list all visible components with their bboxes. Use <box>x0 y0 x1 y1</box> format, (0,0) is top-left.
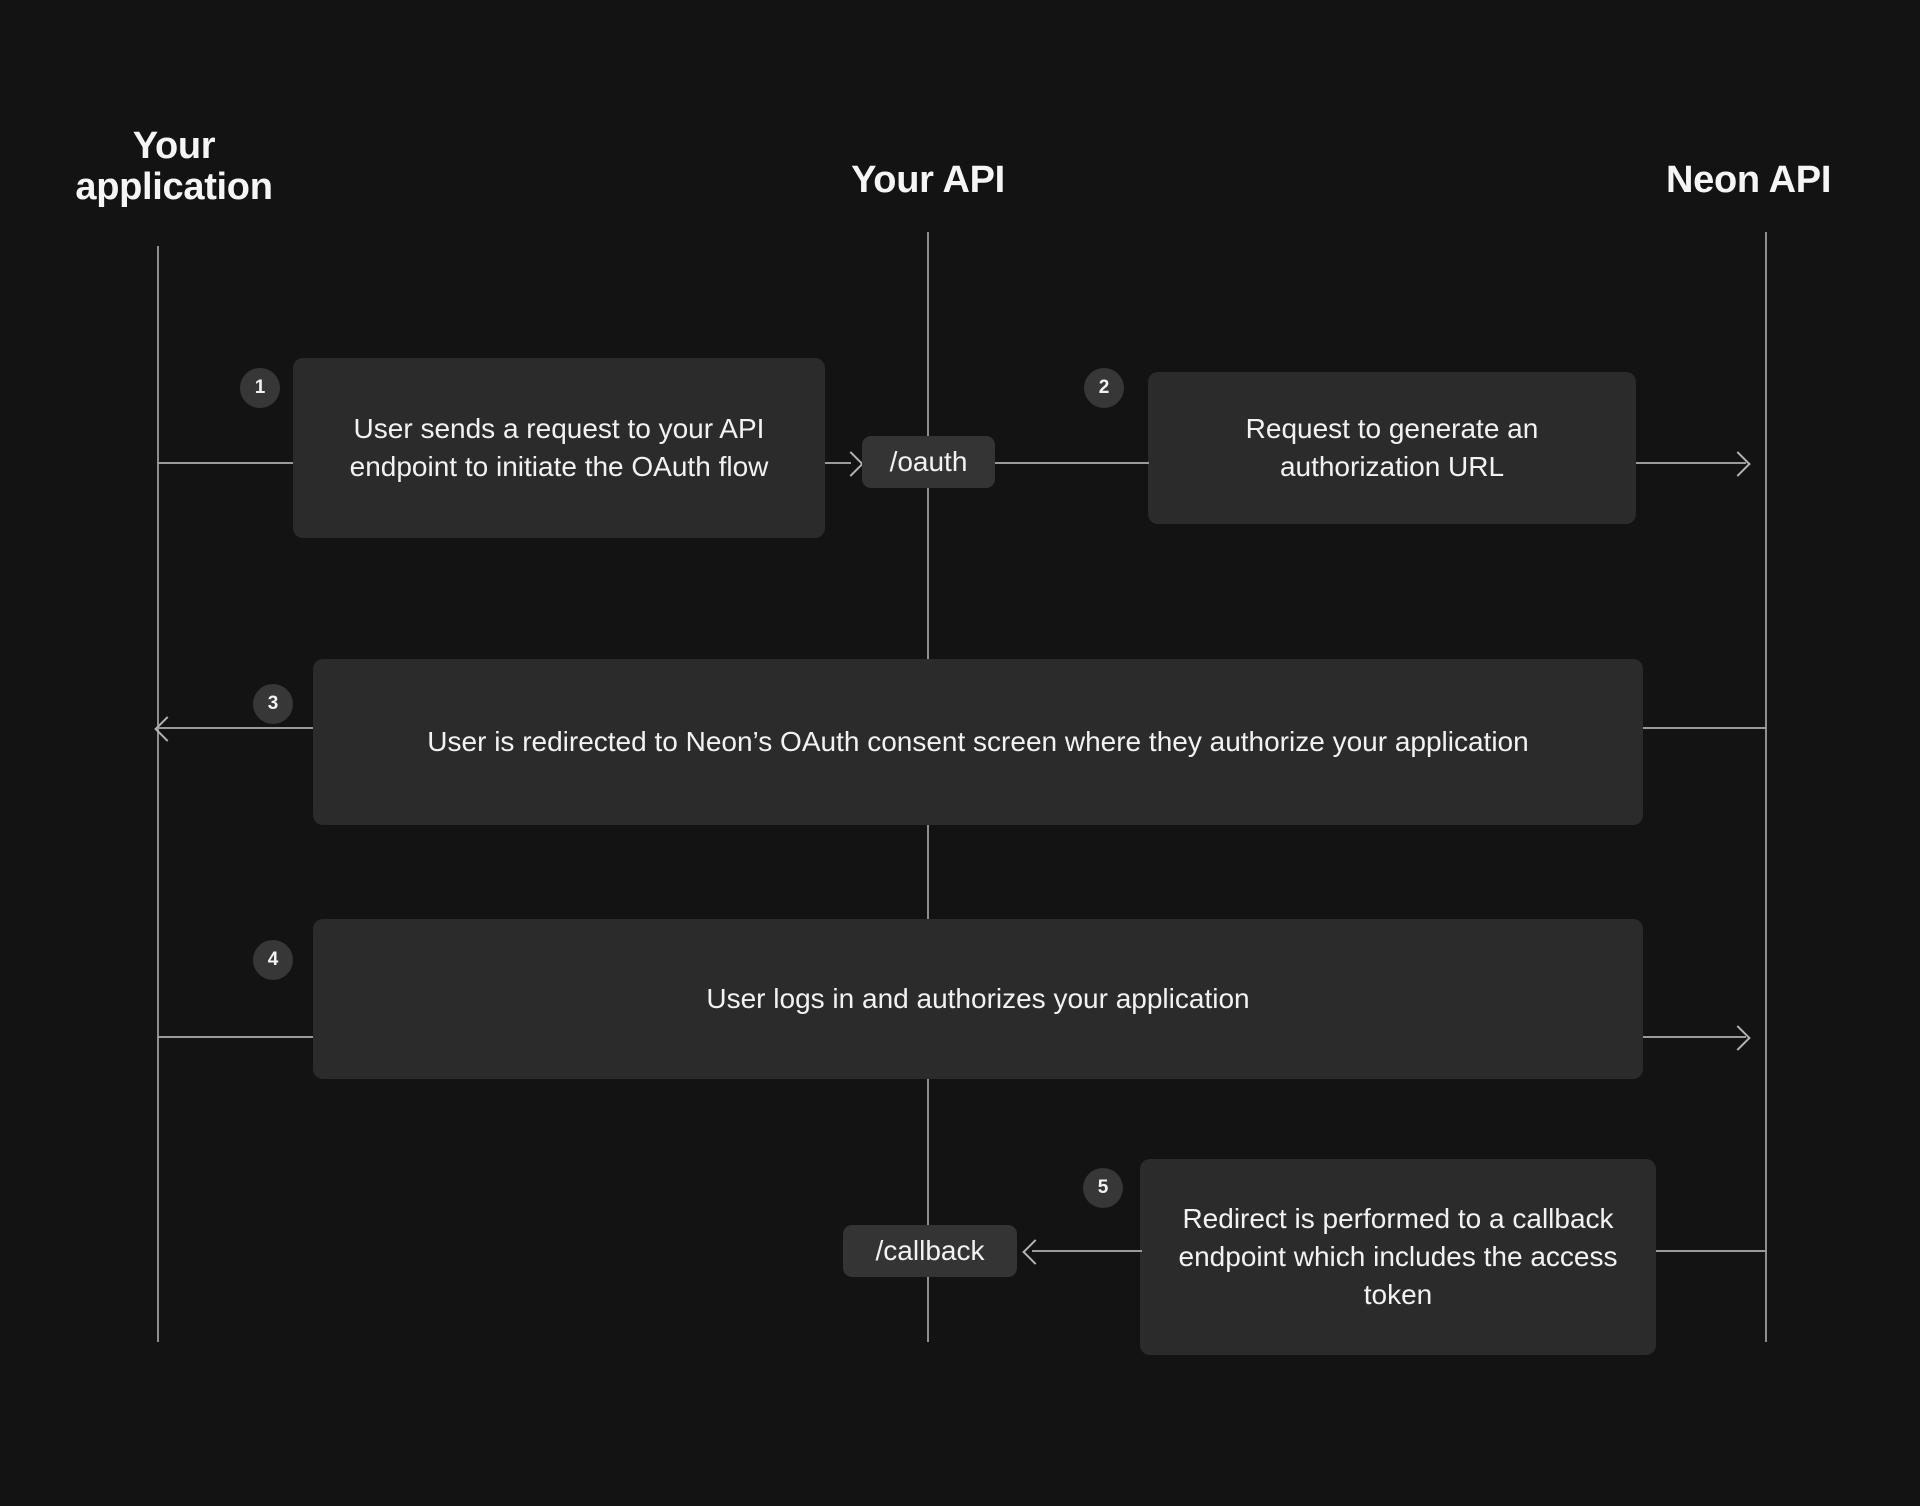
connector-app-to-step4 <box>157 1036 313 1038</box>
step-badge-5: 5 <box>1083 1168 1123 1208</box>
step-box-1: User sends a request to your API endpoin… <box>293 358 825 538</box>
connector-step5-to-callback <box>1032 1250 1142 1252</box>
connector-step1-left <box>157 462 293 464</box>
connector-oauth-to-step2 <box>995 462 1149 464</box>
connector-step1-to-oauth <box>825 462 851 464</box>
step-box-4: User logs in and authorizes your applica… <box>313 919 1643 1079</box>
connector-neon-to-step5 <box>1656 1250 1766 1252</box>
lifeline-neon-api <box>1765 232 1767 1342</box>
lane-header-your-application: Your application <box>75 125 273 209</box>
step-box-2: Request to generate an authorization URL <box>1148 372 1636 524</box>
endpoint-pill-oauth[interactable]: /oauth <box>862 436 995 488</box>
connector-step2-to-neon <box>1636 462 1746 464</box>
endpoint-pill-callback[interactable]: /callback <box>843 1225 1017 1277</box>
step-badge-2: 2 <box>1084 368 1124 408</box>
step-badge-1: 1 <box>240 368 280 408</box>
arrowhead-step1-right-icon <box>838 451 864 477</box>
arrowhead-step4-right-icon <box>1725 1025 1751 1051</box>
arrowhead-step5-left-icon <box>1022 1239 1048 1265</box>
connector-step4-to-neon <box>1643 1036 1746 1038</box>
arrowhead-step2-right-icon <box>1725 451 1751 477</box>
connector-neon-to-step3 <box>1643 727 1766 729</box>
step-badge-3: 3 <box>253 684 293 724</box>
step-box-3: User is redirected to Neon’s OAuth conse… <box>313 659 1643 825</box>
lane-header-your-api: Your API <box>851 159 1005 201</box>
connector-step3-to-app <box>159 727 313 729</box>
lane-header-neon-api: Neon API <box>1666 159 1832 201</box>
step-badge-4: 4 <box>253 940 293 980</box>
step-box-5: Redirect is performed to a callback endp… <box>1140 1159 1656 1355</box>
lifeline-your-application <box>157 246 159 1342</box>
